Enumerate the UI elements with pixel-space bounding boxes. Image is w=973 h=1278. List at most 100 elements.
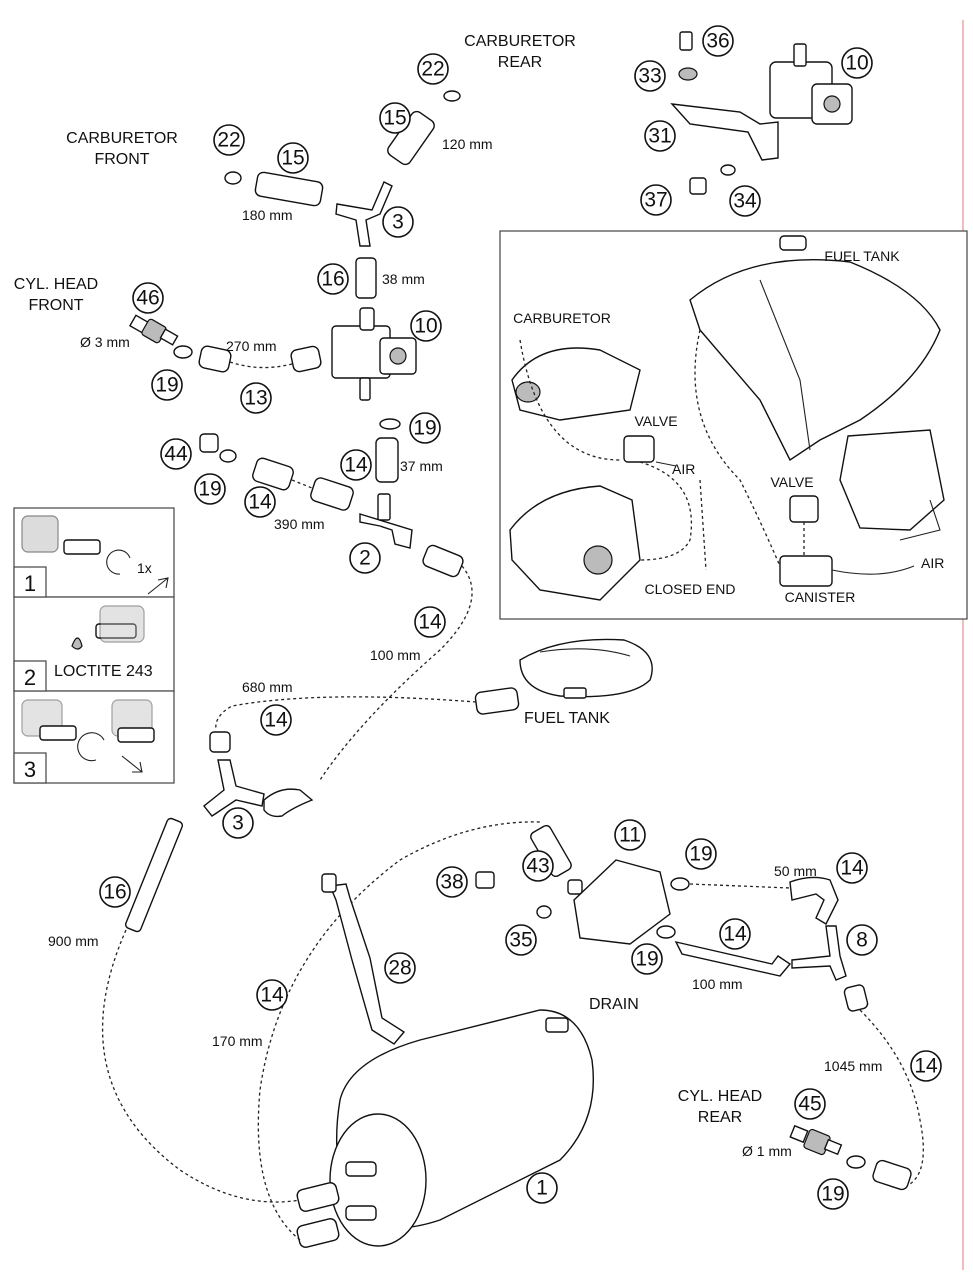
step-number-1: 1: [24, 571, 36, 596]
meas-1045: 1045 mm: [824, 1058, 882, 1074]
rotate-arrow-2-icon: [77, 732, 105, 762]
svg-text:38: 38: [440, 871, 463, 894]
callout-33: 33: [634, 60, 666, 92]
clamp-22-rear: [443, 90, 461, 102]
clamp-19-c: [219, 449, 237, 463]
washer-33: [678, 67, 698, 81]
fuel-tank-shape: [519, 638, 653, 698]
callout-2: 2: [349, 542, 381, 574]
callout-38: 38: [436, 866, 468, 898]
washer-35: [536, 905, 552, 919]
label-dia-3: Ø 3 mm: [80, 334, 130, 350]
t-fitting-2: [359, 513, 413, 549]
clamp-19-valve: [379, 418, 401, 430]
valve-11: [573, 859, 671, 945]
callout-14c: 14: [414, 606, 446, 638]
screw-38: [475, 871, 495, 889]
callout-34: 34: [729, 185, 761, 217]
clamp-19-d: [670, 877, 690, 891]
svg-text:33: 33: [638, 65, 661, 88]
text-labels: CARBURETOR REAR CARBURETOR FRONT CYL. HE…: [14, 33, 945, 1159]
svg-text:46: 46: [136, 287, 159, 310]
callout-14g: 14: [256, 979, 288, 1011]
svg-text:19: 19: [635, 948, 658, 971]
washer-34: [720, 164, 736, 176]
fuel-tank-group: [102, 638, 653, 1203]
label-fuel-tank: FUEL TANK: [524, 710, 610, 727]
inset-label-air-2: AIR: [921, 555, 944, 571]
svg-text:11: 11: [619, 824, 641, 847]
canister-hose-lower: [296, 1218, 340, 1248]
hose-13-right: [290, 345, 322, 373]
callout-43: 43: [522, 850, 554, 882]
meas-900: 900 mm: [48, 933, 99, 949]
svg-text:22: 22: [217, 129, 240, 152]
svg-text:14: 14: [344, 454, 368, 477]
meas-100a: 100 mm: [370, 647, 421, 663]
label-carb-rear-1: CARBURETOR: [464, 33, 576, 50]
hose-14-short: [375, 437, 399, 483]
svg-text:10: 10: [414, 315, 437, 338]
step-num-box-1: [13, 566, 47, 598]
canister-port-bottom: [345, 1205, 377, 1221]
inset-label-air-1: AIR: [672, 461, 695, 477]
meas-50: 50 mm: [774, 863, 817, 879]
callout-28: 28: [384, 952, 416, 984]
callout-14f: 14: [719, 918, 751, 950]
fitting-45-end: [823, 1138, 843, 1156]
svg-text:31: 31: [648, 125, 671, 148]
inset-label-closed-end: CLOSED END: [644, 581, 735, 597]
svg-text:14: 14: [264, 709, 288, 732]
t-fitting-3-top: [335, 181, 393, 247]
label-loctite: LOCTITE 243: [54, 663, 153, 680]
meas-38: 38 mm: [382, 271, 425, 287]
t-fitting-2-stem: [377, 493, 391, 521]
hose-16-short: [355, 257, 377, 299]
svg-text:3: 3: [232, 812, 244, 835]
hose-14-100b: [674, 940, 792, 977]
svg-text:19: 19: [689, 843, 712, 866]
step1-fitting-icon: [63, 539, 101, 555]
callout-15a: 15: [379, 102, 411, 134]
svg-text:15: 15: [383, 107, 406, 130]
callout-19c: 19: [194, 473, 226, 505]
callout-19a: 19: [151, 369, 183, 401]
inset-fuel-tank-shape: [689, 259, 941, 462]
svg-text:35: 35: [509, 929, 532, 952]
hose-16-900: [124, 817, 184, 933]
callout-35: 35: [505, 924, 537, 956]
callout-8: 8: [846, 924, 878, 956]
svg-text:43: 43: [526, 855, 549, 878]
rotate-arrow-icon: [106, 549, 131, 575]
meas-270: 270 mm: [226, 338, 277, 354]
callout-15b: 15: [277, 142, 309, 174]
svg-text:19: 19: [413, 417, 436, 440]
svg-text:19: 19: [198, 478, 221, 501]
drain-port: [545, 1017, 569, 1033]
callout-11: 11: [614, 819, 646, 851]
inset-label-valve-1: VALVE: [634, 413, 677, 429]
callout-37: 37: [640, 184, 672, 216]
clamp-22-front: [224, 171, 242, 185]
callout-1: 1: [526, 1172, 558, 1204]
cap-44: [199, 433, 219, 453]
label-dia-1: Ø 1 mm: [742, 1143, 792, 1159]
fitting-45-tip: [789, 1124, 809, 1144]
callout-19f: 19: [817, 1178, 849, 1210]
svg-text:37: 37: [644, 189, 667, 212]
hose-14-50: [789, 876, 839, 925]
svg-text:14: 14: [840, 857, 864, 880]
carburetor-hose-group: [128, 90, 473, 781]
inset-contents: [509, 235, 945, 601]
step-num-box-2: [13, 660, 47, 692]
clamp-19-left: [173, 345, 193, 359]
step-num-box-3: [13, 752, 47, 784]
label-rot-1x: 1x: [137, 560, 152, 576]
valve-10: [331, 307, 417, 401]
svg-text:16: 16: [321, 268, 344, 291]
step2-fitting-icon: [95, 623, 137, 639]
meas-390: 390 mm: [274, 516, 325, 532]
callout-44: 44: [160, 438, 192, 470]
callout-46: 46: [132, 282, 164, 314]
fuel-tank-hose: [474, 687, 520, 715]
